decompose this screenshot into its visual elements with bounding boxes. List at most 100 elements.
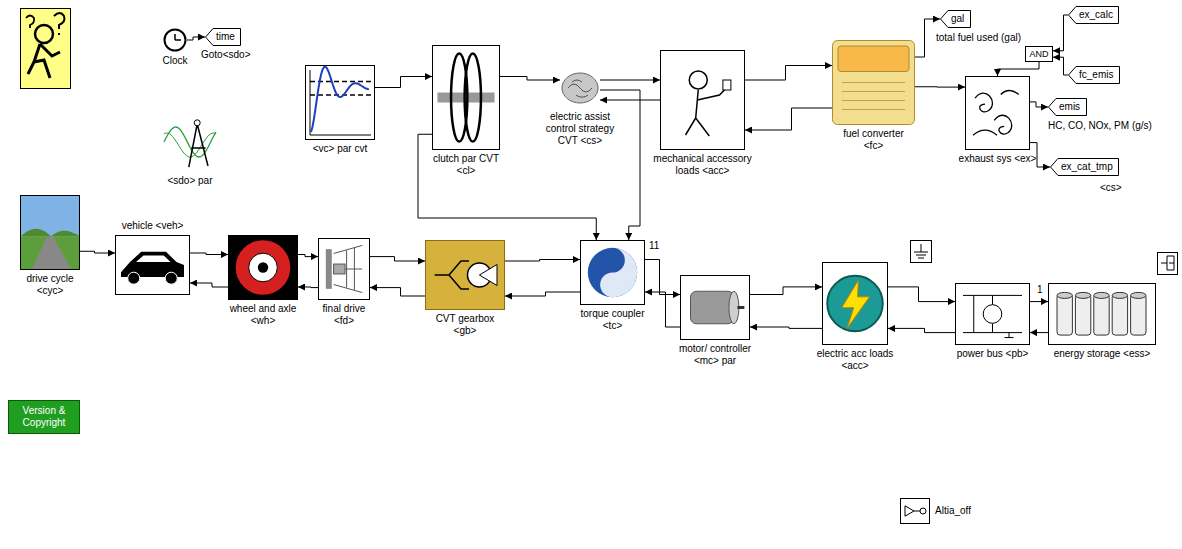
block-text: time bbox=[216, 31, 235, 43]
block-frame bbox=[1026, 47, 1053, 62]
block-text: fc_emis bbox=[1079, 69, 1113, 81]
block-text: Version & Copyright bbox=[12, 405, 76, 429]
scope-trace bbox=[311, 67, 369, 132]
goto-tag: emisHC, CO, NOx, PM (g/s) bbox=[1048, 98, 1087, 116]
block-frame bbox=[433, 46, 500, 150]
hills bbox=[21, 229, 80, 237]
sky bbox=[21, 196, 80, 237]
block-text: emis bbox=[1059, 101, 1080, 113]
block-icon bbox=[680, 275, 750, 340]
signal-line bbox=[370, 288, 425, 296]
engine-body bbox=[833, 41, 915, 125]
signal-line bbox=[1053, 57, 1068, 75]
engine-fin bbox=[842, 91, 905, 92]
altia-symbol bbox=[905, 506, 920, 516]
clutch-shaft bbox=[437, 93, 494, 103]
block-icon bbox=[318, 238, 370, 300]
battery-cell bbox=[1057, 294, 1072, 335]
gear-block bbox=[334, 264, 345, 274]
coupler-swirl bbox=[600, 248, 637, 297]
block-label: Altia_off bbox=[935, 505, 971, 517]
block-label: vehicle <veh> bbox=[108, 220, 198, 232]
fuel-converter-block: fuel converter <fc> bbox=[832, 40, 915, 125]
block-label: mechanical accessory loads <acc> bbox=[649, 153, 757, 177]
block-label: clutch par CVT <cl> bbox=[426, 153, 506, 177]
tag-outline bbox=[206, 29, 241, 46]
gearbox-symbol bbox=[435, 261, 469, 289]
block-text: ex_calc bbox=[1079, 9, 1113, 21]
bus-ground bbox=[1005, 333, 1014, 338]
block-icon bbox=[305, 65, 375, 140]
block-icon bbox=[660, 50, 745, 150]
block-label: CVT gearbox <gb> bbox=[425, 313, 505, 337]
block-icon bbox=[560, 68, 600, 108]
tag-outline bbox=[941, 11, 971, 28]
block-icon bbox=[163, 28, 187, 52]
car-window bbox=[136, 255, 171, 262]
tyre bbox=[236, 240, 291, 295]
block-icon bbox=[832, 40, 915, 125]
signal-line bbox=[190, 253, 228, 255]
signal-line bbox=[745, 66, 832, 81]
block-text: gal bbox=[951, 13, 964, 25]
block-text: ex_cat_tmp bbox=[1061, 161, 1113, 173]
block-icon bbox=[115, 235, 190, 295]
lightning bbox=[842, 280, 870, 328]
car-wheel bbox=[128, 272, 140, 284]
block-frame bbox=[319, 239, 370, 300]
block-frame bbox=[306, 66, 375, 140]
version-block: Version & Copyright bbox=[8, 400, 80, 434]
battery-cell bbox=[1075, 294, 1090, 335]
block-label: <sdo> par bbox=[155, 175, 225, 187]
ground bbox=[21, 236, 80, 269]
block-icon bbox=[1048, 283, 1156, 345]
signal-line bbox=[1030, 102, 1048, 107]
engine-fin bbox=[842, 100, 905, 101]
signal-line bbox=[745, 108, 832, 130]
signal-line bbox=[888, 287, 955, 302]
hub bbox=[258, 262, 268, 272]
block-note: total fuel used (gal) bbox=[936, 32, 1021, 44]
signal-line bbox=[888, 328, 955, 332]
battery-cell bbox=[1094, 294, 1109, 335]
signal-line bbox=[298, 255, 318, 257]
block-note: HC, CO, NOx, PM (g/s) bbox=[1048, 120, 1152, 132]
block-icon bbox=[432, 45, 500, 150]
block-label: power bus <pb> bbox=[957, 348, 1029, 360]
signal-line bbox=[998, 62, 1040, 76]
block-icon bbox=[425, 240, 505, 310]
signal-line bbox=[600, 80, 660, 81]
car-wheel bbox=[165, 272, 177, 284]
help-question-mark bbox=[26, 16, 34, 29]
block-frame bbox=[966, 77, 1030, 150]
parameter-block: <sdo> par bbox=[160, 112, 220, 172]
block-icon bbox=[580, 240, 645, 305]
from-tag: ex_calc bbox=[1068, 6, 1119, 24]
block-label: motor/ controller <mc> par bbox=[665, 343, 765, 367]
signal-line bbox=[1053, 15, 1068, 51]
goto-tag: galtotal fuel used (gal) bbox=[940, 10, 971, 28]
gearbox-block: CVT gearbox <gb> bbox=[425, 240, 505, 310]
block-note: Goto<sdo> bbox=[201, 49, 250, 61]
block-frame bbox=[823, 263, 888, 345]
block-label: energy storage <ess> bbox=[1052, 348, 1152, 360]
bus-wires bbox=[963, 295, 1022, 332]
engine-fin bbox=[842, 109, 905, 110]
block-frame bbox=[661, 51, 745, 150]
accessory-block: mechanical accessory loads <acc> bbox=[660, 50, 745, 150]
block-label: Clock bbox=[155, 55, 195, 67]
block-frame bbox=[229, 236, 298, 300]
block-frame bbox=[956, 284, 1030, 345]
signal-line bbox=[505, 292, 580, 296]
block-label: exhaust sys <ex> bbox=[958, 153, 1038, 165]
scope-block: <vc> par cvt bbox=[305, 65, 375, 140]
motor-block: motor/ controller <mc> par bbox=[680, 275, 750, 340]
block-label: drive cycle <cyc> bbox=[15, 273, 85, 297]
figure-body bbox=[686, 88, 727, 136]
block-frame bbox=[1049, 284, 1156, 345]
energy-storage-block: energy storage <ess> bbox=[1048, 283, 1156, 345]
signal-line bbox=[500, 77, 560, 81]
help-frame bbox=[21, 9, 71, 89]
signal-line bbox=[750, 327, 822, 328]
signal-line bbox=[645, 292, 680, 327]
